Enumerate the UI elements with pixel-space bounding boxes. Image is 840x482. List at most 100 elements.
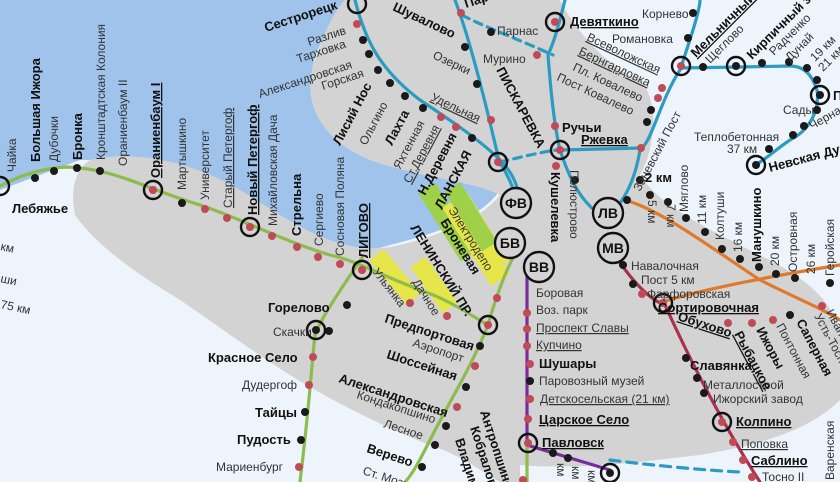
label-km-p3: км [585, 470, 599, 482]
label-km2: 2 км [645, 170, 672, 185]
transfer-kirpichny [725, 55, 747, 77]
label-borovaya: Боровая [536, 286, 583, 300]
label-strelna: Стрельна [289, 173, 304, 236]
label-pudost: Пудость [237, 432, 291, 447]
label-km-p2: км [569, 466, 583, 480]
label-km11: 11 км [695, 195, 709, 224]
label-devyatkino: Девяткино [570, 14, 639, 29]
label-km37: 37 км [727, 142, 757, 156]
label-km16: 16 км [731, 222, 745, 252]
label-km26: 26 км [804, 244, 818, 274]
svg-text:ФВ: ФВ [505, 195, 527, 211]
label-metallostroy: Металлострой [703, 378, 784, 392]
label-tosno2: Тосно II [762, 470, 804, 482]
label-st-peterhof: Старый Петергоф [221, 108, 235, 208]
line-irinovsky [558, 0, 702, 152]
label-dudergof: Дудергоф [242, 378, 297, 392]
label-murino: Мурино [483, 52, 526, 66]
terminal-hubs: ФВ БВ ВВ ЛВ МВ [493, 186, 630, 284]
transfer-kr-selo [305, 319, 327, 341]
svg-text:БВ: БВ [500, 235, 520, 251]
line-sestroretsk [353, 0, 522, 212]
label-km20: 20 км [768, 236, 782, 266]
label-shushary: Шушары [539, 356, 596, 371]
label-bronka: Бронка [70, 112, 85, 160]
label-parovoz: Паровозный музей [539, 374, 644, 388]
label-kr-selo: Красное Село [208, 350, 298, 365]
label-koltushi: Колтуши [713, 192, 727, 240]
transfer-devyatkino [544, 11, 566, 33]
label-detskoselskaya: Детскосельская (21 км) [540, 392, 670, 406]
transfer-south [599, 462, 621, 482]
land-northeast [560, 0, 840, 80]
sea-west [0, 60, 120, 170]
svg-text:МВ: МВ [602, 240, 624, 256]
transfer-kolpino [711, 411, 733, 433]
label-marienburg: Мариенбург [216, 460, 284, 474]
dashed-parnas [460, 13, 555, 57]
label-sady: Сады [783, 103, 814, 117]
line-gatchina-east [403, 323, 490, 482]
label-b-izhora: Большая Ижора [28, 57, 43, 162]
label-kushelevka: Кушелевка [548, 172, 563, 243]
label-ostrovnaya: Островная [786, 212, 800, 272]
label-popovka: Поповка [741, 437, 788, 451]
land-east [640, 40, 840, 330]
label-slavyanka: Славянка [690, 358, 753, 373]
label-km-p1: км [554, 463, 568, 477]
label-voz-park: Воз. парк [536, 303, 589, 317]
label-kolpino: Колпино [736, 414, 792, 429]
label-oran2: Ораниенбаум II [116, 79, 130, 166]
station-dots [31, 9, 834, 482]
label-oran1: Ораниенбаум I [148, 83, 163, 178]
label-dubochki: Дубочки [47, 116, 61, 162]
transfer-centers [149, 18, 824, 477]
label-romanovka: Романовка [612, 32, 673, 46]
label-navalochnaya: Навалочная [631, 259, 699, 273]
line-murino [546, 0, 602, 217]
hub-moskovsky[interactable]: МВ [596, 231, 630, 265]
label-rzhevka: Ржевка [581, 132, 628, 147]
label-kr-kolonia: Кронштадтская Колония [94, 24, 108, 160]
label-teplobeton: Теплобетонная [694, 130, 779, 144]
label-kupchino: Купчино [536, 338, 582, 352]
transfer-predport [477, 314, 499, 336]
transfer-obukhovo [652, 292, 674, 314]
svg-text:ВВ: ВВ [529, 259, 549, 275]
label-myaglovo: Мяглово [677, 164, 691, 212]
label-km5: 5 км [645, 200, 659, 224]
transfer-p [809, 84, 831, 106]
label-chaika: Чайка [5, 138, 19, 172]
label-polyustrovo: Полюстрово [567, 170, 581, 239]
label-ligovo: ЛИГОВО [356, 203, 371, 258]
label-km-left: км [0, 239, 15, 256]
line-mga [660, 263, 840, 304]
transfer-sestroretsk [346, 0, 368, 15]
label-75km: 75 км [0, 297, 32, 317]
hub-baltiysky[interactable]: БВ [493, 226, 527, 260]
label-kornevo: Корнево [642, 7, 689, 21]
label-parnas: Парнас [497, 24, 538, 38]
hub-vitebsky[interactable]: ВВ [522, 250, 556, 284]
sea-area [0, 0, 500, 240]
label-ruchyi: Ручьи [562, 120, 601, 135]
label-sergievo: Сергиево [312, 193, 326, 246]
label-farforovskaya: Фарфоровская [647, 287, 730, 301]
highlight-boxes [369, 182, 510, 314]
label-martyshkino: Мартышкино [175, 117, 189, 190]
hub-finlyandsky[interactable]: ФВ [499, 186, 533, 220]
label-lebyazhye: Лебяжье [12, 201, 68, 216]
label-sosn-polyana: Сосновая Поляна [333, 156, 347, 256]
label-post5: Пост 5 км [641, 273, 695, 287]
transfer-oranienbaum [142, 179, 164, 201]
transfer-pavlovsk [517, 432, 539, 454]
transfer-lanskaya [487, 151, 509, 173]
label-shi-left: ши [0, 271, 18, 288]
transfer-n-peterhof [239, 216, 261, 238]
transfer-ruchyi [549, 139, 571, 161]
label-n-peterhof: Новый Петергоф [245, 104, 260, 215]
label-sablino: Саблино [751, 453, 808, 468]
label-taitsy: Тайцы [255, 405, 297, 420]
hub-ladozhsky[interactable]: ЛВ [591, 196, 625, 230]
